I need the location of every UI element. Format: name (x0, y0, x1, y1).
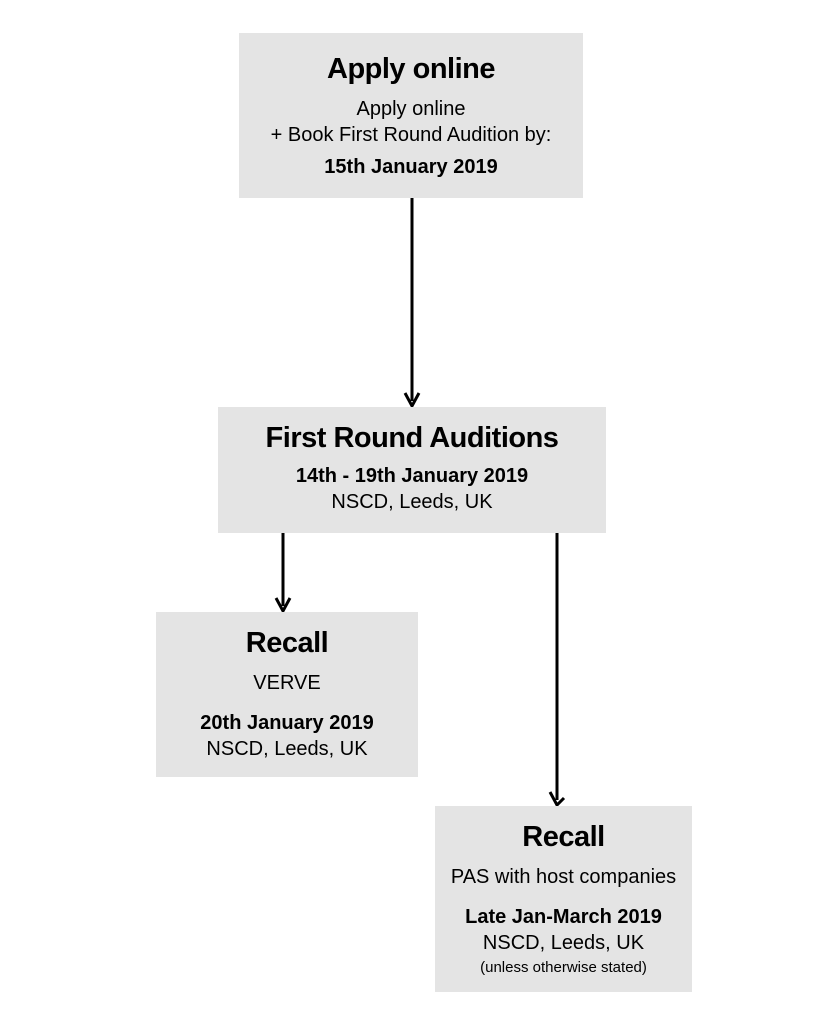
node-apply-online: Apply online Apply online + Book First R… (239, 33, 583, 198)
node-title: Recall (245, 627, 329, 659)
node-title: Recall (522, 821, 605, 853)
node-description-line: + Book First Round Audition by: (270, 124, 552, 146)
node-title: First Round Auditions (265, 422, 559, 454)
node-description-line: Apply online (356, 98, 466, 120)
node-recall-pas: Recall PAS with host companies Late Jan-… (435, 806, 692, 992)
arrow-apply-to-first-round (403, 198, 421, 410)
node-title: Apply online (327, 53, 496, 85)
node-date: Late Jan-March 2019 (465, 906, 662, 928)
node-date: 14th - 19th January 2019 (295, 465, 529, 487)
node-location: NSCD, Leeds, UK (331, 491, 493, 513)
node-first-round-auditions: First Round Auditions 14th - 19th Januar… (218, 407, 606, 533)
arrow-first-round-to-recall-pas (548, 533, 566, 808)
node-note: (unless otherwise stated) (480, 959, 647, 976)
node-date: 20th January 2019 (200, 712, 374, 734)
node-company: PAS with host companies (450, 866, 677, 888)
node-location: NSCD, Leeds, UK (482, 932, 645, 954)
node-company: VERVE (253, 672, 321, 694)
arrow-first-round-to-recall-verve (274, 533, 292, 615)
node-location: NSCD, Leeds, UK (206, 738, 368, 760)
node-date: 15th January 2019 (324, 156, 498, 178)
node-recall-verve: Recall VERVE 20th January 2019 NSCD, Lee… (156, 612, 418, 777)
